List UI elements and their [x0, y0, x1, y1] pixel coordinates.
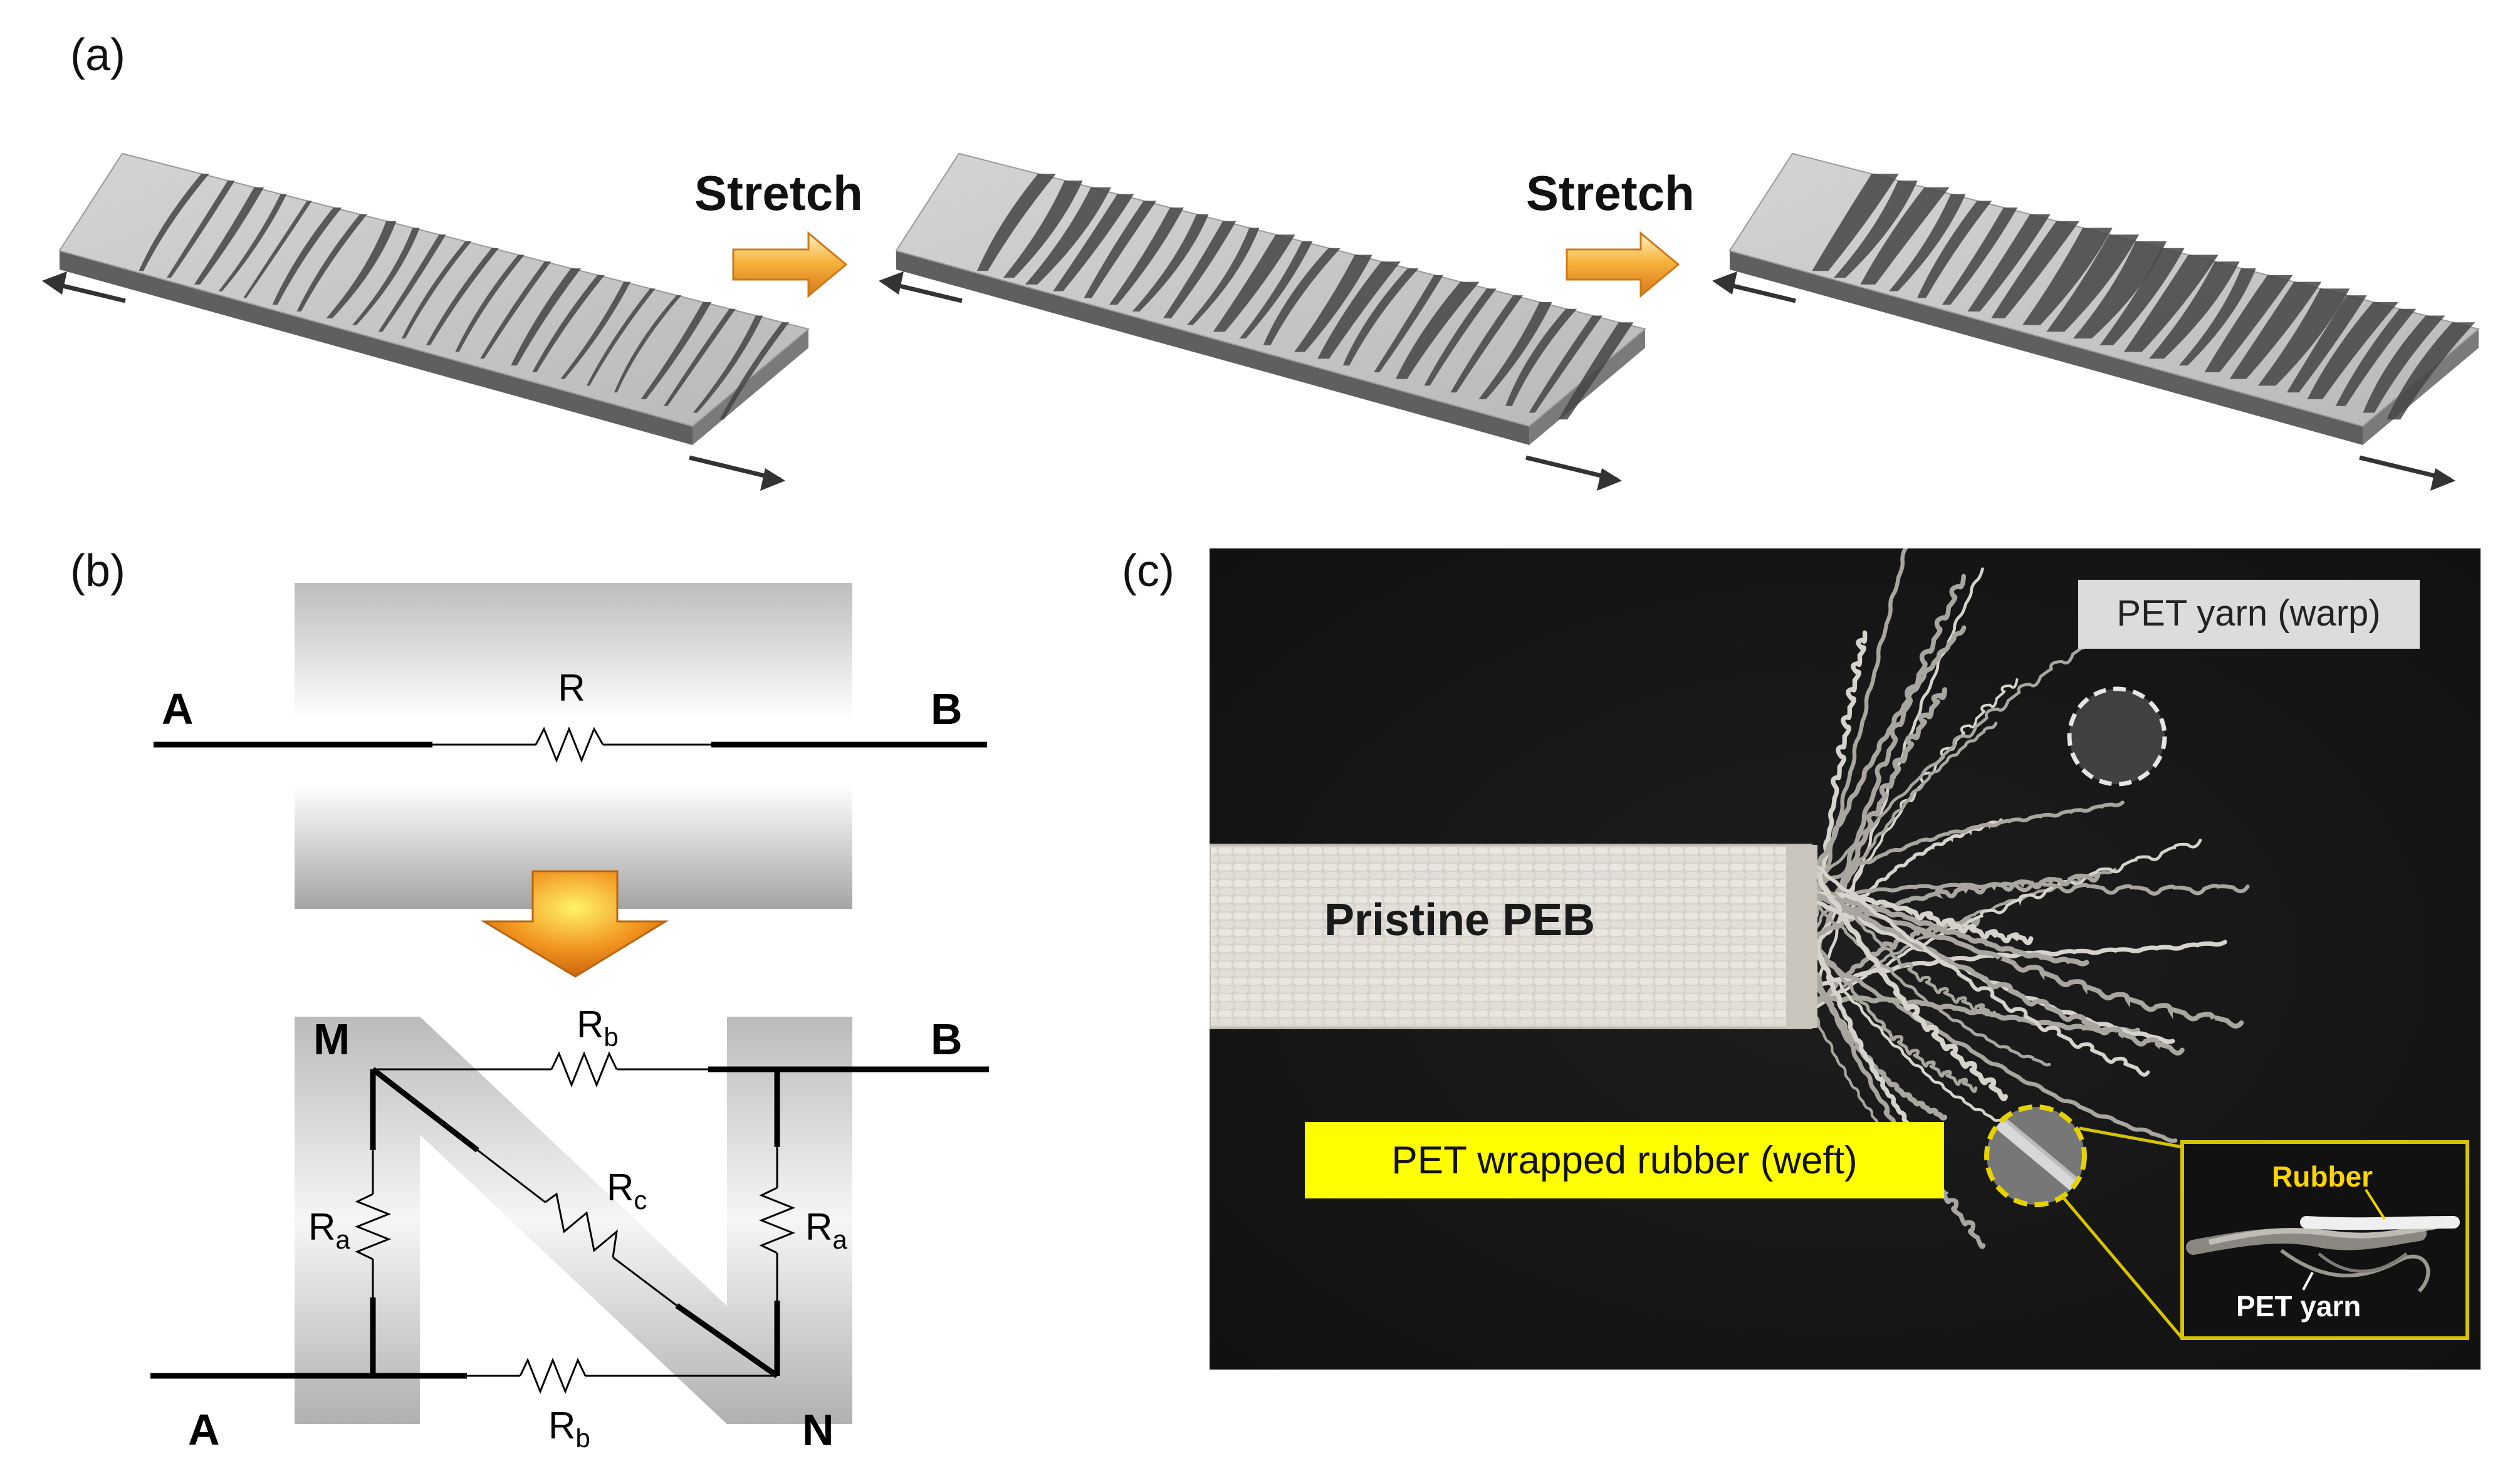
node-b-bottom: B	[931, 1015, 963, 1064]
inset-rubber-label: Rubber	[2272, 1160, 2373, 1193]
transform-arrow	[480, 870, 669, 978]
stretch-arrow-1	[732, 231, 848, 298]
resistor-ra-right	[758, 1187, 796, 1254]
resistor-ra-left-label: Ra	[308, 1206, 350, 1254]
resistor-rb-top-label: Rb	[577, 1004, 619, 1052]
resistor-r	[535, 726, 604, 763]
warp-highlight-circle	[2067, 686, 2167, 787]
fibre	[1812, 939, 1978, 1093]
resistor-rc-label: Rc	[607, 1166, 647, 1215]
resistor-r-label: R	[558, 667, 585, 709]
elastic-band	[1210, 845, 1811, 1028]
fibre	[1812, 625, 1967, 878]
fibre	[1812, 953, 2178, 1143]
pet-warp-label: PET yarn (warp)	[2116, 593, 2380, 634]
fibre	[1811, 868, 2008, 1101]
resistor-rb-bottom-label: Rb	[548, 1405, 590, 1453]
fibre	[1812, 954, 2020, 1132]
inset-connectors	[2061, 1126, 2183, 1339]
pristine-peb-label: Pristine PEB	[1324, 895, 1595, 945]
stretch-label-2: Stretch	[1526, 165, 1695, 221]
fibre	[1812, 864, 2150, 1077]
fibre	[1812, 881, 2250, 901]
fibre	[1811, 894, 2089, 967]
strip-3	[1712, 152, 2481, 491]
weft-label: PET wrapped rubber (weft)	[1391, 1139, 1857, 1182]
stretch-label-1: Stretch	[694, 165, 863, 221]
node-m: M	[313, 1015, 350, 1064]
fibre	[1812, 903, 2051, 1067]
panel-a-label: (a)	[70, 30, 125, 80]
bottom-wires	[150, 1051, 989, 1395]
stretch-arrow-2	[1566, 231, 1680, 298]
resistor-rb-bottom	[519, 1357, 587, 1395]
fibre	[1812, 800, 2125, 890]
fibre	[1812, 818, 2003, 950]
resistor-rb-top	[550, 1051, 618, 1088]
fibre	[1811, 995, 2140, 1035]
resistor-rc	[545, 1192, 619, 1258]
resistor-ra-right-label: Ra	[805, 1206, 847, 1254]
inset-pet-label: PET yarn	[2236, 1290, 2361, 1323]
fibre	[1812, 721, 1998, 931]
node-a-top: A	[162, 684, 194, 733]
fibre	[1812, 936, 1925, 1150]
node-b-top: B	[931, 684, 963, 733]
panel-b-label: (b)	[70, 546, 125, 596]
pet-warp-box	[2078, 580, 2420, 649]
fibre	[1812, 873, 1996, 1018]
rubber-inset	[2180, 1140, 2469, 1340]
weft-box	[1305, 1122, 1944, 1198]
stretch-strips	[42, 152, 2481, 491]
top-wires	[154, 726, 987, 763]
node-a-bottom: A	[188, 1405, 220, 1454]
fibre	[1812, 891, 2034, 945]
panel-c-label: (c)	[1122, 546, 1174, 596]
resistor-ra-left	[354, 1193, 392, 1260]
weft-highlight	[1984, 1104, 2087, 1207]
fibre	[1812, 892, 2185, 1056]
strip-1	[42, 152, 810, 491]
strip-2	[879, 152, 1647, 491]
node-n: N	[802, 1405, 834, 1454]
